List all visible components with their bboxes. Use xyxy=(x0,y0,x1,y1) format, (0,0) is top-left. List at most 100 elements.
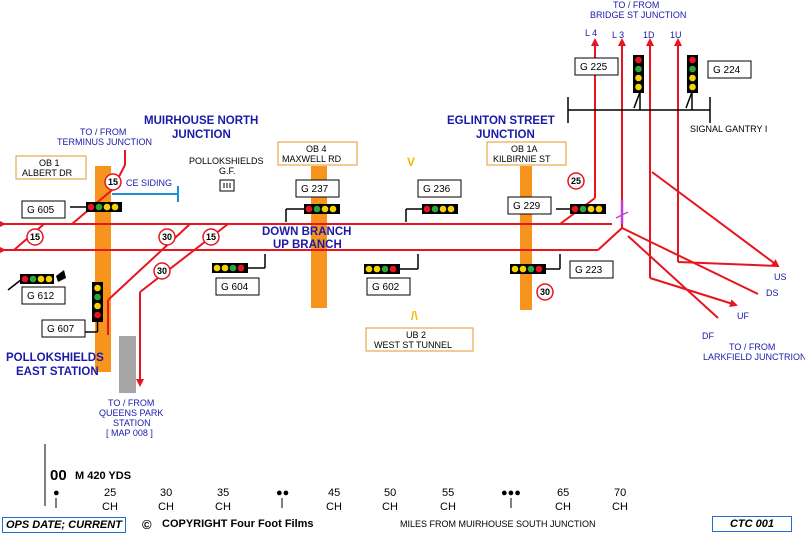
signal-g236-label: G 236 xyxy=(423,184,451,195)
bridge-ub2-name: UB 2 xyxy=(406,330,426,340)
signal-g229-label: G 229 xyxy=(513,201,541,212)
mile-marker-2: ●● xyxy=(276,487,289,499)
us-line xyxy=(651,171,780,268)
ds-diag xyxy=(621,227,759,295)
copyright-symbol: © xyxy=(142,517,152,532)
signal-g604-head[interactable] xyxy=(212,254,266,273)
speed-30-a: 30 xyxy=(162,232,172,242)
signal-g224-head[interactable] xyxy=(687,55,698,93)
bridge-ob1-road: ALBERT DR xyxy=(22,168,73,178)
speed-15-c: 15 xyxy=(206,232,216,242)
signal-g237-head[interactable] xyxy=(285,204,340,222)
signal-g229-head[interactable] xyxy=(556,204,606,214)
mile-tick-65: 65 xyxy=(557,487,569,499)
unit-65: CH xyxy=(555,501,571,513)
signal-g612-head[interactable] xyxy=(7,270,66,291)
up-branch-label: UP BRANCH xyxy=(273,239,342,251)
signal-g602-label: G 602 xyxy=(372,282,400,293)
gantry-label: SIGNAL GANTRY I xyxy=(690,124,767,134)
pollokshields-east-line2: EAST STATION xyxy=(16,366,99,378)
tunnel-mark-bottom: /\ xyxy=(411,309,418,323)
signal-g612-label: G 612 xyxy=(27,291,55,302)
bridge-ob1a-road: KILBIRNIE ST xyxy=(493,154,551,164)
bridge-ob1-name: OB 1 xyxy=(39,158,60,168)
queens-park-line4: [ MAP 008 ] xyxy=(106,428,153,438)
copyright-text: COPYRIGHT Four Foot Films xyxy=(162,518,314,530)
mileage-base-small: M 420 YDS xyxy=(75,470,131,482)
speed-30-b: 30 xyxy=(157,266,167,276)
signal-g225-label: G 225 xyxy=(580,62,608,73)
signal-gantry xyxy=(567,91,711,123)
unit-70: CH xyxy=(612,501,628,513)
bridge-ob1a-name: OB 1A xyxy=(511,144,538,154)
queens-park-line2: QUEENS PARK xyxy=(99,408,163,418)
speed-15-a: 15 xyxy=(108,177,118,187)
signal-g223-head[interactable] xyxy=(510,254,561,274)
switch-point-2 xyxy=(615,211,629,219)
signal-g236-head[interactable] xyxy=(405,204,458,222)
muirhouse-north-line2: JUNCTION xyxy=(172,129,231,141)
terminus-line2: TERMINUS JUNCTION xyxy=(57,137,152,147)
mileage-caption: MILES FROM MUIRHOUSE SOUTH JUNCTION xyxy=(400,519,596,529)
unit-30: CH xyxy=(158,501,174,513)
map-id-box: CTC 001 xyxy=(712,516,792,532)
unit-25: CH xyxy=(102,501,118,513)
bridge-ob1a xyxy=(520,166,532,310)
pollokshields-east-line1: POLLOKSHIELDS xyxy=(6,352,104,364)
mile-tick-55: 55 xyxy=(442,487,454,499)
eglinton-line2: JUNCTION xyxy=(476,129,535,141)
mile-marker-1: ● xyxy=(53,487,60,499)
signal-g237-label: G 237 xyxy=(301,184,329,195)
mile-tick-50: 50 xyxy=(384,487,396,499)
mileage-base-big: 00 xyxy=(50,467,67,484)
mile-tick-30: 30 xyxy=(160,487,172,499)
gf-label-1: POLLOKSHIELDS xyxy=(189,156,264,166)
larkfield-line1: TO / FROM xyxy=(729,342,775,352)
unit-50: CH xyxy=(382,501,398,513)
queens-park-branch-2 xyxy=(107,223,191,301)
signal-g604-label: G 604 xyxy=(221,282,249,293)
mile-tick-35: 35 xyxy=(217,487,229,499)
line-us: US xyxy=(774,272,787,282)
unit-35: CH xyxy=(215,501,231,513)
gf-label-2: G.F. xyxy=(219,166,236,176)
bridge-ob4 xyxy=(311,166,327,308)
l3-track-join xyxy=(597,227,623,251)
terminus-line1: TO / FROM xyxy=(80,127,126,137)
eglinton-line1: EGLINTON STREET xyxy=(447,115,555,127)
queens-park-line1: TO / FROM xyxy=(108,398,154,408)
bridge-ob4-name: OB 4 xyxy=(306,144,327,154)
speed-15-b: 15 xyxy=(30,232,40,242)
unit-55: CH xyxy=(440,501,456,513)
bridge-ub2-road: WEST ST TUNNEL xyxy=(374,340,452,350)
bridge-label-boxes xyxy=(15,141,567,352)
bridge-ob4-road: MAXWELL RD xyxy=(282,154,342,164)
queens-park-line3: STATION xyxy=(113,418,151,428)
line-1d: 1D xyxy=(643,30,655,40)
signal-g224-label: G 224 xyxy=(713,65,741,76)
signal-g605-head[interactable] xyxy=(70,202,122,212)
mileage-ticks: ● 25 30 35 ●● 45 50 55 ●●● 65 70 CH CH C… xyxy=(53,487,628,513)
signal-g223-label: G 223 xyxy=(575,265,603,276)
df-line xyxy=(627,235,719,319)
signal-label-boxes xyxy=(21,57,752,338)
signal-g602-head[interactable] xyxy=(364,254,419,274)
line-1u: 1U xyxy=(670,30,682,40)
ce-siding-label: CE SIDING xyxy=(126,178,172,188)
ops-date-box: OPS DATE; CURRENT xyxy=(2,517,126,533)
uf-line xyxy=(649,277,738,308)
mile-tick-25: 25 xyxy=(104,487,116,499)
muirhouse-north-line1: MUIRHOUSE NORTH xyxy=(144,115,258,127)
tunnel-mark-top: V xyxy=(407,155,415,169)
line-uf: UF xyxy=(737,311,749,321)
mile-tick-70: 70 xyxy=(614,487,626,499)
larkfield-line2: LARKFIELD JUNCTRION xyxy=(703,352,805,362)
line-ds: DS xyxy=(766,288,779,298)
signal-g225-head[interactable] xyxy=(633,55,644,93)
speed-boards xyxy=(26,172,585,301)
signal-g607-label: G 607 xyxy=(47,324,75,335)
signal-g605-label: G 605 xyxy=(27,205,55,216)
unit-45: CH xyxy=(326,501,342,513)
line-df: DF xyxy=(702,331,714,341)
